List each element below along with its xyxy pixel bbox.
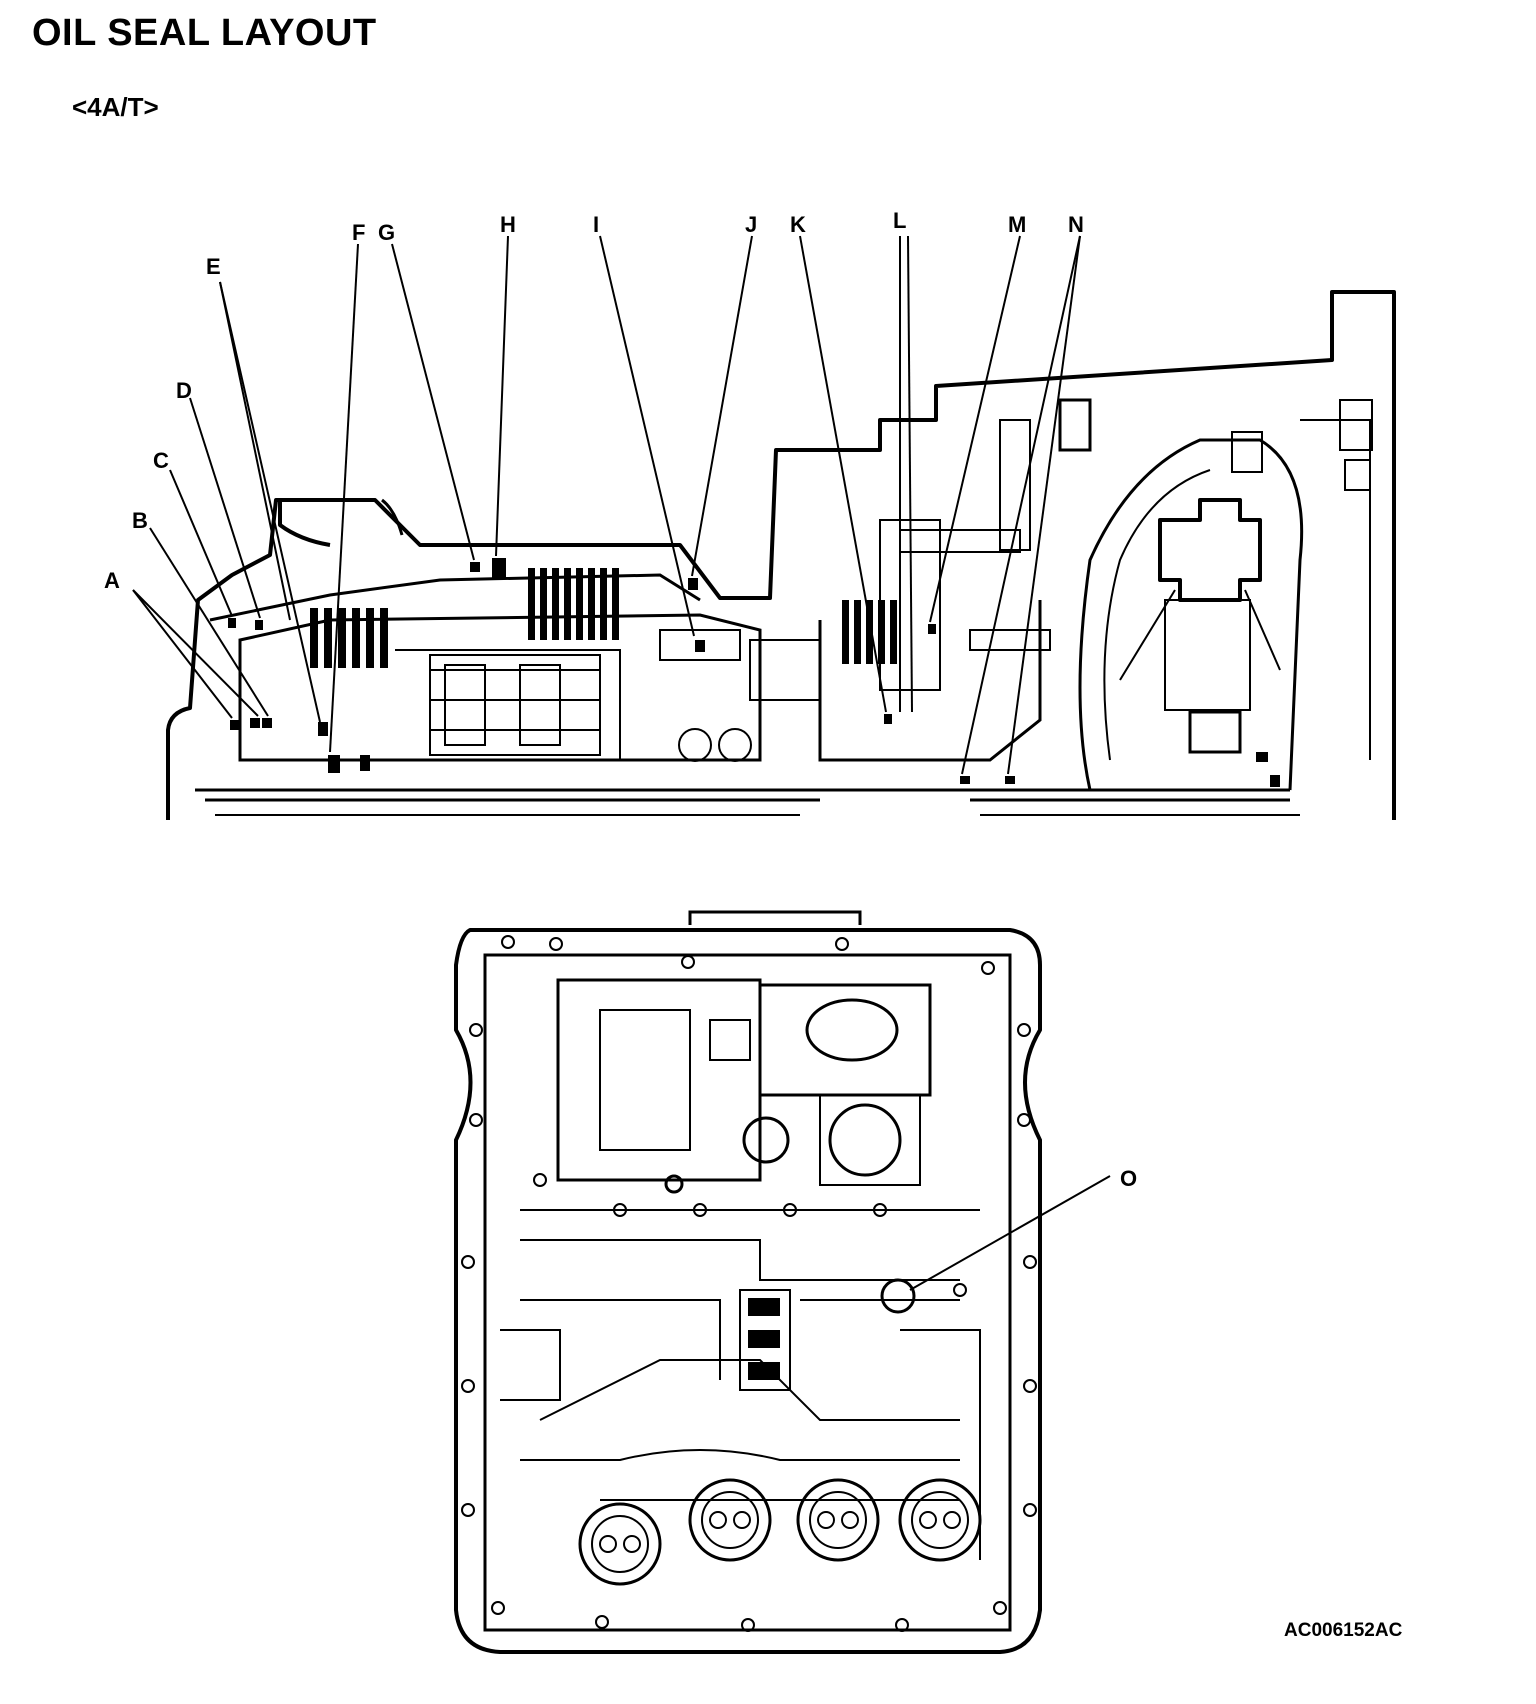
- valve-body: [454, 910, 1111, 1654]
- callout-h: H: [500, 212, 516, 237]
- callout-e: E: [206, 254, 221, 279]
- callout-g: G: [378, 220, 395, 245]
- clutch-pack-right: [842, 600, 897, 664]
- callout-n: N: [1068, 212, 1084, 237]
- callout-m: M: [1008, 212, 1026, 237]
- callout-j: J: [745, 212, 757, 237]
- callout-l: L: [893, 208, 906, 233]
- callout-c: C: [153, 448, 169, 473]
- clutch-pack-center: [528, 568, 619, 640]
- callout-a: A: [104, 568, 120, 593]
- callout-labels: A B C D E F G H I J K L M N O: [104, 208, 1137, 1191]
- clutch-pack-left: [310, 608, 388, 668]
- callout-b: B: [132, 508, 148, 533]
- callout-k: K: [790, 212, 806, 237]
- callout-leader-lines: [132, 235, 1081, 775]
- transmission-type-label: <4A/T>: [72, 92, 159, 122]
- accumulator-bores: [578, 1478, 982, 1586]
- callout-d: D: [176, 378, 192, 403]
- figure-code: AC006152AC: [1284, 1620, 1403, 1641]
- page-title: OIL SEAL LAYOUT: [32, 12, 377, 54]
- bolt-holes: [461, 935, 1037, 1632]
- callout-o: O: [1120, 1166, 1137, 1191]
- callout-i: I: [593, 212, 599, 237]
- callout-f: F: [352, 220, 365, 245]
